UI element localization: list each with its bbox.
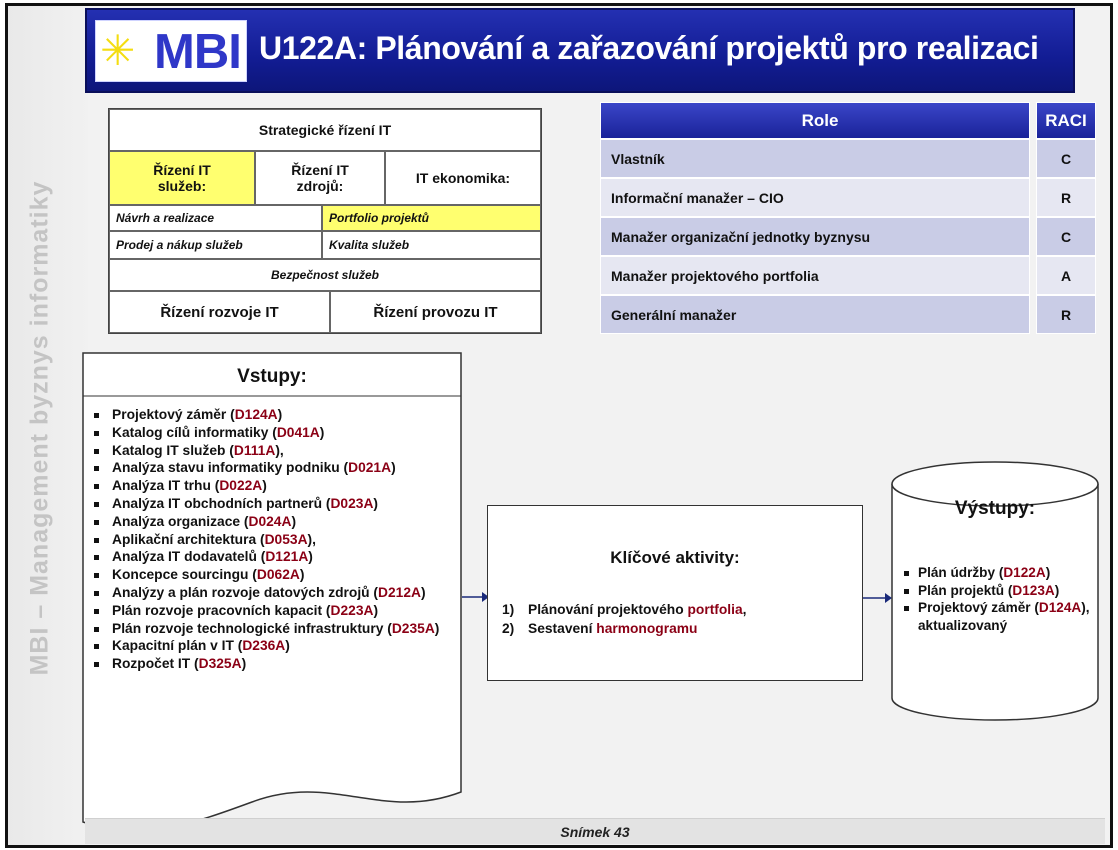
raci-value: C: [1036, 217, 1096, 256]
raci-value: A: [1036, 256, 1096, 295]
inputs-document: Vstupy: Projektový záměr (D124A) Katalog…: [82, 352, 462, 838]
slide-title: U122A: Plánování a zařazování projektů p…: [259, 30, 1039, 66]
arrow-right-icon: [863, 593, 892, 603]
raci-table: Role RACI Vlastník C Informační manažer …: [600, 102, 1096, 334]
raci-row: Generální manažer R: [600, 295, 1096, 334]
input-item: Plán rozvoje technologické infrastruktur…: [92, 620, 462, 638]
slide-number: Snímek 43: [560, 824, 630, 840]
activity-item: 1)Plánování projektového portfolia,: [502, 602, 747, 617]
input-item: Aplikační architektura (D053A),: [92, 531, 462, 549]
fw-service-management: Řízení IT služeb:: [109, 151, 255, 205]
raci-role: Manažer projektového portfolia: [600, 256, 1030, 295]
outputs-title: Výstupy:: [954, 498, 1036, 519]
raci-role: Informační manažer – CIO: [600, 178, 1030, 217]
input-item: Kapacitní plán v IT (D236A): [92, 637, 462, 655]
raci-header-row: Role RACI: [600, 102, 1096, 139]
raci-row: Manažer organizační jednotky byznysu C: [600, 217, 1096, 256]
cylinder-shape: [891, 461, 1099, 721]
side-band: [8, 6, 88, 845]
raci-row: Vlastník C: [600, 139, 1096, 178]
mbi-logo: ✳ MBI: [95, 20, 247, 82]
key-activities-box: Klíčové aktivity: 1)Plánování projektové…: [487, 505, 863, 681]
input-item: Katalog IT služeb (D111A),: [92, 442, 462, 460]
output-item: Plán údržby (D122A): [902, 564, 1098, 582]
sun-star-icon: ✳: [100, 27, 136, 74]
input-item: Plán rozvoje pracovních kapacit (D223A): [92, 602, 462, 620]
activities-title: Klíčové aktivity:: [610, 548, 740, 567]
fw-portfolio: Portfolio projektů: [322, 205, 541, 231]
raci-value: R: [1036, 178, 1096, 217]
framework-diagram: Strategické řízení IT Řízení IT služeb: …: [108, 108, 542, 334]
fw-design: Návrh a realizace: [109, 205, 322, 231]
raci-role: Manažer organizační jednotky byznysu: [600, 217, 1030, 256]
raci-role: Generální manažer: [600, 295, 1030, 334]
side-vertical-text: MBI – Management byznys informatiky: [25, 180, 54, 676]
inputs-list: Projektový záměr (D124A) Katalog cílů in…: [92, 406, 462, 673]
inputs-title: Vstupy:: [237, 366, 307, 387]
input-item: Rozpočet IT (D325A): [92, 655, 462, 673]
fw-quality: Kvalita služeb: [322, 231, 541, 259]
raci-header-raci: RACI: [1036, 102, 1096, 139]
input-item: Analýzy a plán rozvoje datových zdrojů (…: [92, 584, 462, 602]
fw-security: Bezpečnost služeb: [109, 259, 541, 291]
fw-strategic: Strategické řízení IT: [109, 109, 541, 151]
raci-value: C: [1036, 139, 1096, 178]
fw-operations: Řízení provozu IT: [330, 291, 541, 333]
raci-row: Manažer projektového portfolia A: [600, 256, 1096, 295]
output-item: Plán projektů (D123A): [902, 582, 1098, 600]
outputs-list: Plán údržby (D122A) Plán projektů (D123A…: [902, 564, 1098, 634]
activity-item: 2)Sestavení harmonogramu: [502, 621, 698, 636]
raci-header-role: Role: [600, 102, 1030, 139]
fw-resource-management: Řízení IT zdrojů:: [255, 151, 385, 205]
logo-text: MBI: [154, 25, 242, 79]
arrow-right-icon: [462, 592, 489, 602]
activities-list: 1)Plánování projektového portfolia, 2)Se…: [502, 600, 747, 638]
fw-development: Řízení rozvoje IT: [109, 291, 330, 333]
raci-role: Vlastník: [600, 139, 1030, 178]
outputs-cylinder: Výstupy: Plán údržby (D122A) Plán projek…: [890, 460, 1100, 722]
output-item: Projektový záměr (D124A), aktualizovaný: [902, 599, 1098, 634]
input-item: Katalog cílů informatiky (D041A): [92, 424, 462, 442]
input-item: Koncepce sourcingu (D062A): [92, 566, 462, 584]
raci-value: R: [1036, 295, 1096, 334]
slide-footer: Snímek 43: [85, 818, 1105, 844]
fw-it-economics: IT ekonomika:: [385, 151, 541, 205]
input-item: Analýza organizace (D024A): [92, 513, 462, 531]
fw-sales: Prodej a nákup služeb: [109, 231, 322, 259]
input-item: Analýza IT trhu (D022A): [92, 477, 462, 495]
input-item: Analýza IT dodavatelů (D121A): [92, 548, 462, 566]
raci-row: Informační manažer – CIO R: [600, 178, 1096, 217]
input-item: Analýza stavu informatiky podniku (D021A…: [92, 459, 462, 477]
input-item: Projektový záměr (D124A): [92, 406, 462, 424]
input-item: Analýza IT obchodních partnerů (D023A): [92, 495, 462, 513]
slide-header: ✳ MBI U122A: Plánování a zařazování proj…: [85, 8, 1075, 93]
